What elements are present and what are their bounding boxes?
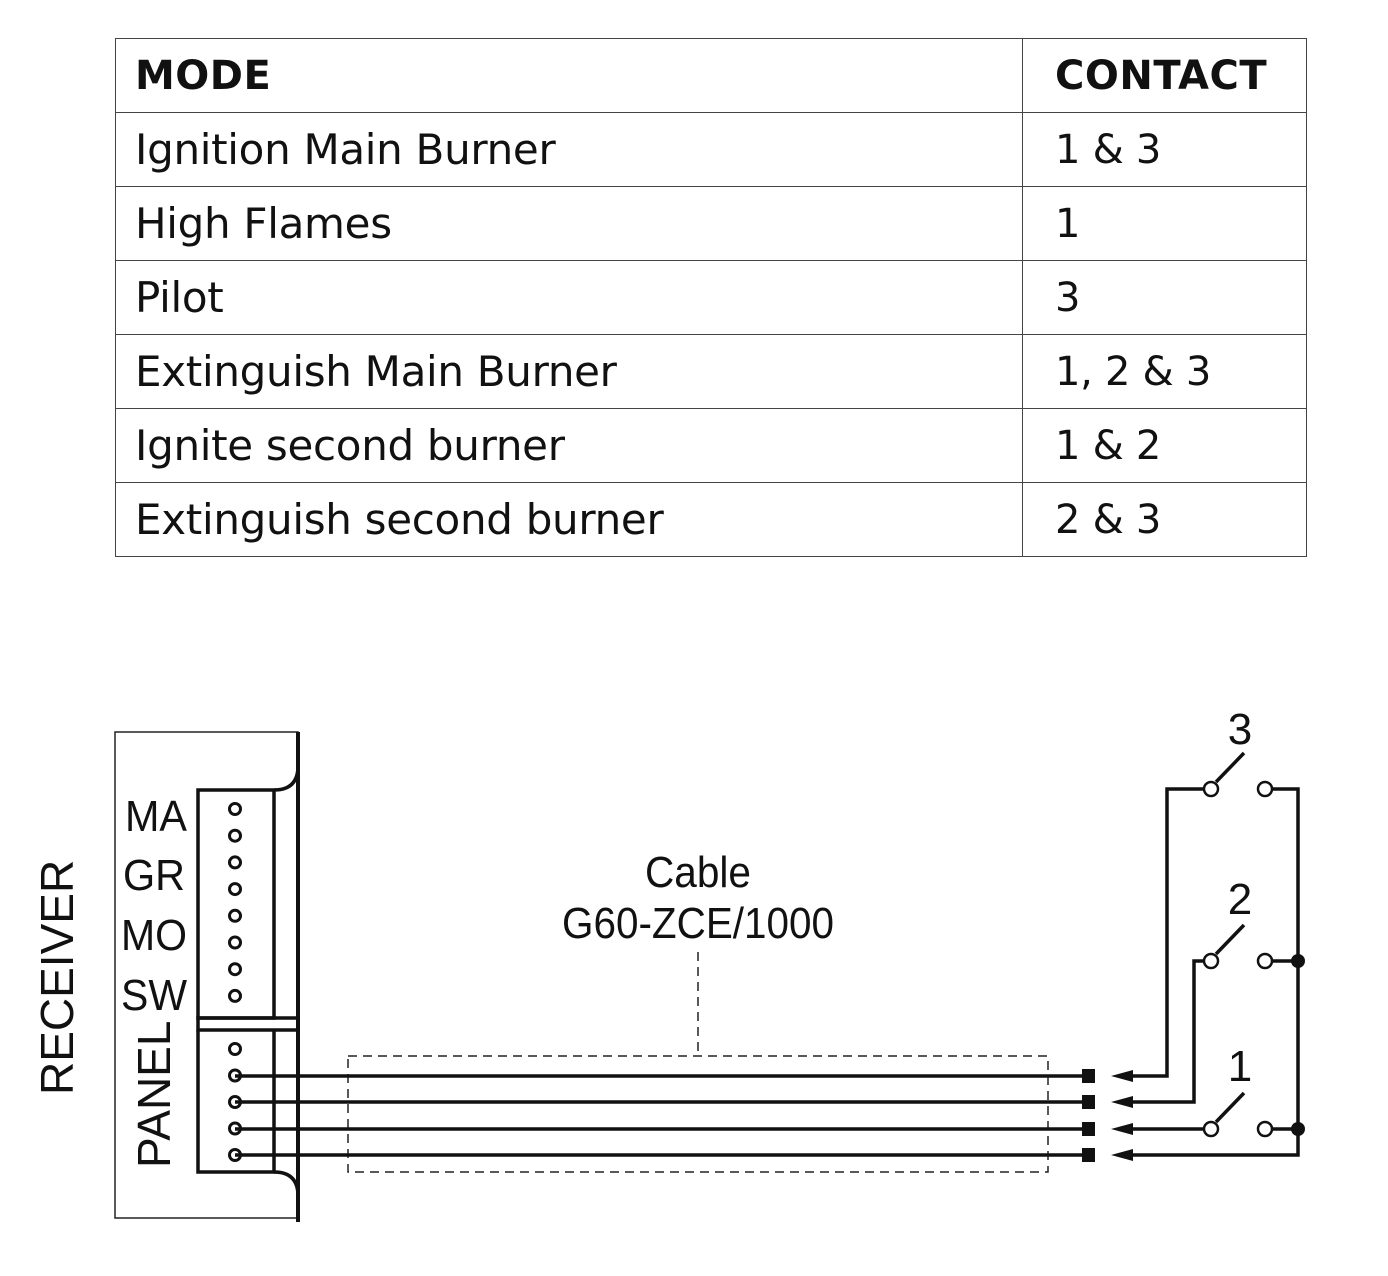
terminal-pin — [228, 988, 242, 1003]
wire-terminal-end — [1082, 1095, 1095, 1109]
junction-dot — [1291, 954, 1305, 968]
receiver-housing — [114, 731, 300, 1222]
terminal-label-mo: MO — [121, 911, 187, 960]
panel-terminal-pin — [228, 1042, 242, 1056]
wire-terminal-end — [1082, 1148, 1095, 1162]
wire-terminal-end — [1082, 1122, 1095, 1136]
cell-mode: Extinguish Main Burner — [115, 334, 1023, 409]
table-row: Extinguish second burner 2 & 3 — [115, 482, 1307, 557]
switch-blade — [1214, 751, 1246, 784]
switch-contact-left — [1202, 780, 1220, 798]
header-contact: CONTACT — [1022, 38, 1307, 113]
cell-mode: Extinguish second burner — [115, 482, 1023, 557]
terminal-pin — [228, 882, 242, 897]
terminal-label-gr: GR — [123, 851, 185, 900]
cable-shield — [347, 1055, 1049, 1173]
cell-contact: 1, 2 & 3 — [1022, 334, 1307, 409]
switch-contact-right — [1256, 780, 1274, 798]
switch-1 — [1202, 1091, 1274, 1138]
terminal-labels: MA GR MO SW — [121, 792, 188, 1020]
terminal-label-sw: SW — [121, 971, 187, 1020]
connector-arrow-icon — [1111, 1096, 1133, 1108]
cell-contact: 1 — [1022, 186, 1307, 261]
switch-blade — [1214, 1091, 1246, 1124]
header-mode: MODE — [115, 38, 1023, 113]
cable-label: Cable — [645, 848, 751, 897]
switch-3-left-lead — [1118, 787, 1204, 1078]
terminal-pin — [228, 908, 242, 923]
switch-3 — [1202, 751, 1274, 798]
switch-blade — [1214, 923, 1246, 956]
switch-2 — [1202, 923, 1274, 970]
cable-model: G60-ZCE/1000 — [562, 899, 834, 948]
wire-terminal-end — [1082, 1069, 1095, 1083]
switch-2-left-lead — [1118, 959, 1204, 1104]
receiver-label: RECEIVER — [31, 860, 83, 1095]
cell-mode: Ignition Main Burner — [115, 112, 1023, 187]
table-header-row: MODE CONTACT — [115, 38, 1307, 113]
terminal-pin — [228, 855, 242, 870]
switch-label-1: 1 — [1228, 1042, 1252, 1091]
upper-terminals — [228, 802, 242, 1003]
terminal-pin — [228, 828, 242, 843]
switch-label-2: 2 — [1228, 875, 1252, 924]
terminal-block-upper — [196, 788, 300, 1032]
switch-circuit — [1118, 787, 1305, 1157]
connector-arrows — [1111, 1070, 1133, 1161]
table-row: Extinguish Main Burner 1, 2 & 3 — [115, 334, 1307, 409]
panel-label: PANEL — [128, 1021, 180, 1168]
cell-mode: Ignite second burner — [115, 408, 1023, 483]
mode-contact-table: MODE CONTACT Ignition Main Burner 1 & 3 … — [115, 38, 1307, 557]
switch-contact-right — [1256, 1120, 1274, 1138]
switch-label-3: 3 — [1228, 705, 1252, 754]
terminal-pin — [228, 962, 242, 977]
terminal-pin — [228, 935, 242, 950]
table-row: Ignite second burner 1 & 2 — [115, 408, 1307, 483]
switch-contact-right — [1256, 952, 1274, 970]
terminal-label-ma: MA — [125, 792, 188, 841]
cell-contact: 2 & 3 — [1022, 482, 1307, 557]
switch-contact-left — [1202, 952, 1220, 970]
common-bus — [1118, 787, 1300, 1157]
cable-wires — [235, 1069, 1095, 1162]
connector-arrow-icon — [1111, 1123, 1133, 1135]
switches — [1202, 751, 1274, 1138]
junction-dot — [1291, 1122, 1305, 1136]
terminal-pin — [228, 802, 242, 816]
switch-contact-left — [1202, 1120, 1220, 1138]
connector-arrow-icon — [1111, 1149, 1133, 1161]
cell-contact: 1 & 2 — [1022, 408, 1307, 483]
connector-arrow-icon — [1111, 1070, 1133, 1082]
